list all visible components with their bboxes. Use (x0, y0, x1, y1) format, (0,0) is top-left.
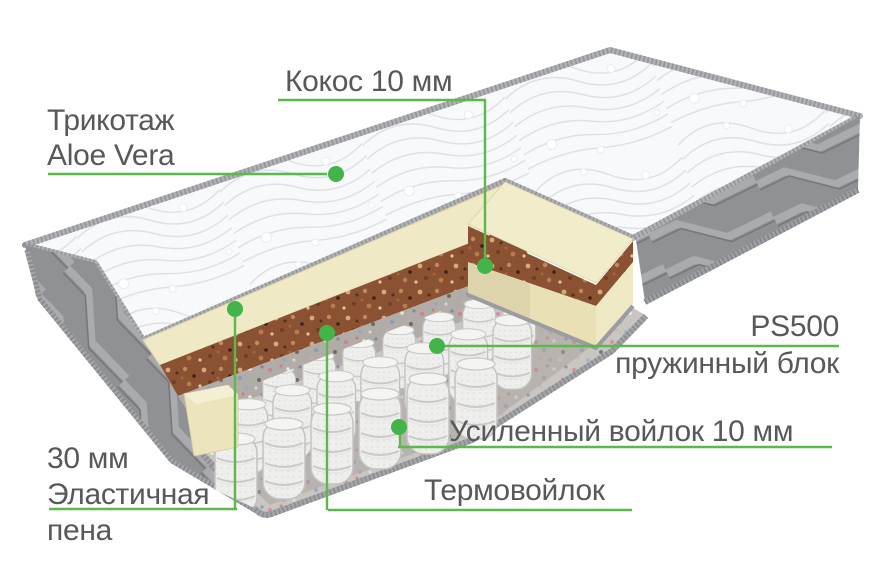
foam-encasement-front-face (468, 262, 596, 346)
side-panel-right (636, 116, 860, 305)
label-knit-line1: Трикотаж (47, 104, 175, 137)
label-knit: Трикотаж Aloe Vera (47, 103, 175, 173)
callout-lines (48, 98, 839, 512)
foam-encasement-pillar (183, 384, 239, 457)
callout-line-reinforced-felt (398, 434, 832, 449)
spring-block (200, 285, 600, 515)
label-coconut: Кокос 10 мм (285, 64, 453, 99)
label-elastic-foam-line2: Эластичная (47, 478, 210, 511)
label-spring-block-line1: PS500 (750, 310, 839, 343)
label-reinforced-felt-line1: Усиленный войлок 10 мм (449, 415, 794, 448)
callout-dot-reinforced-felt (391, 419, 407, 435)
callout-dot-spring-block (429, 338, 445, 354)
label-coconut-line1: Кокос 10 мм (285, 65, 453, 98)
callout-line-coconut (278, 98, 487, 258)
callout-dot-knit (328, 166, 344, 182)
label-thermofelt-line1: Термовойлок (424, 474, 605, 507)
callout-line-elastic-foam (49, 317, 237, 511)
callout-dot-elastic-foam (227, 301, 243, 317)
label-elastic-foam-line1: 30 мм (47, 442, 129, 475)
callout-dots (227, 166, 493, 435)
foam-block (467, 181, 635, 351)
label-elastic-foam: 30 мм Эластичная пена (47, 441, 210, 549)
callout-dot-thermofelt (319, 325, 335, 341)
callout-dot-coconut (477, 258, 493, 274)
label-thermofelt: Термовойлок (424, 473, 605, 508)
label-elastic-foam-line3: пена (47, 514, 112, 547)
callout-line-thermofelt (325, 341, 632, 512)
coconut-layer-cut-face (160, 226, 532, 396)
coconut-strip-on-block (468, 226, 633, 306)
label-spring-block: PS500 пружинный блок (615, 308, 839, 382)
foam-block-top-face (467, 181, 634, 284)
label-knit-line2: Aloe Vera (47, 139, 175, 172)
label-spring-block-line2: пружинный блок (615, 347, 839, 380)
foam-encasement-right-face (596, 262, 633, 346)
label-reinforced-felt: Усиленный войлок 10 мм (449, 414, 793, 449)
